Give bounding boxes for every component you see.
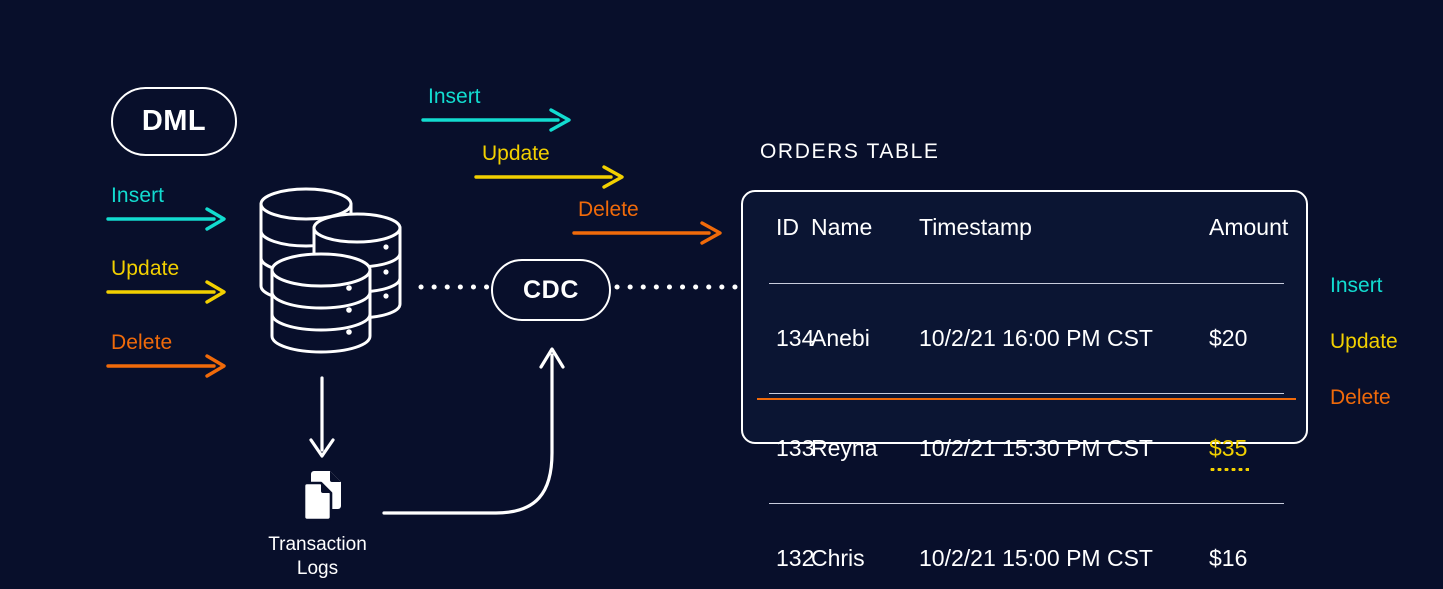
cell-time: 15:00 PM CST — [1002, 545, 1153, 571]
database-stack-icon — [259, 187, 402, 354]
column-header-name: Name — [811, 213, 873, 240]
cell-timestamp: 10/2/21 16:00 PM CST — [919, 311, 1209, 366]
table-row: 133 Reyna 10/2/21 15:30 PM CST $35 — [743, 421, 1310, 476]
dotted-connector-db-to-cdc — [418, 284, 492, 290]
orders-table-title: ORDERS TABLE — [760, 140, 940, 163]
cell-amount: $16 — [1209, 545, 1248, 571]
cell-timestamp: 10/2/21 15:00 PM CST — [919, 531, 1209, 586]
legend-item-insert: Insert — [1330, 274, 1383, 297]
table-header-row: ID Name Timestamp Amount — [743, 192, 1310, 256]
delete-strikethrough-line — [757, 398, 1296, 401]
table-separator — [743, 256, 1310, 311]
cell-id: 132 — [776, 545, 815, 571]
legend-item-delete: Delete — [1330, 386, 1391, 409]
cell-date: 10/2/21 — [919, 545, 996, 571]
cell-name: Reyna — [811, 435, 878, 461]
dml-node: DML — [111, 87, 237, 156]
table-separator — [743, 476, 1310, 531]
documents-icon — [302, 471, 341, 522]
cell-date: 10/2/21 — [919, 435, 996, 461]
cell-time: 15:30 PM CST — [1002, 435, 1153, 461]
stream-insert-label: Insert — [428, 85, 481, 108]
cell-amount: $35 — [1209, 421, 1310, 476]
cell-name: Anebi — [811, 325, 870, 351]
update-dotted-underline — [1209, 468, 1250, 471]
stream-update-arrow-icon — [474, 165, 624, 189]
orders-table: ID Name Timestamp Amount 134 Anebi 10/2/… — [743, 192, 1310, 586]
stream-delete-arrow-icon — [572, 221, 722, 245]
cell-name: Chris — [811, 545, 865, 571]
dml-insert-label: Insert — [111, 184, 165, 207]
table-row: 134 Anebi 10/2/21 16:00 PM CST $20 — [743, 311, 1310, 366]
column-header-amount: Amount — [1209, 213, 1289, 240]
dml-delete-label: Delete — [111, 331, 173, 354]
dml-insert-arrow-icon — [106, 207, 226, 231]
cell-amount: $20 — [1209, 325, 1248, 351]
dotted-connector-cdc-to-table — [614, 284, 744, 290]
stream-delete-label: Delete — [578, 198, 639, 221]
curved-arrow-up-icon — [382, 347, 565, 515]
legend-item-update: Update — [1330, 330, 1398, 353]
stream-insert-arrow-icon — [421, 108, 571, 132]
orders-table-card: ID Name Timestamp Amount 134 Anebi 10/2/… — [741, 190, 1308, 571]
dml-delete-arrow-icon — [106, 354, 226, 378]
transaction-logs-label-line2: Logs — [296, 558, 339, 579]
stream-update-label: Update — [482, 142, 550, 165]
transaction-logs-caption: Transaction Logs — [225, 533, 410, 581]
dml-label: DML — [141, 105, 207, 137]
column-header-id: ID — [776, 213, 799, 240]
dml-update-arrow-icon — [106, 280, 226, 304]
transaction-logs-label-line1: Transaction — [268, 534, 367, 555]
table-row: 132 Chris 10/2/21 15:00 PM CST $16 — [743, 531, 1310, 586]
separator-line — [769, 392, 1284, 395]
cdc-node: CDC — [491, 259, 611, 321]
table-separator — [743, 366, 1310, 421]
arrow-down-icon — [309, 376, 335, 458]
cell-amount-updated: $35 — [1209, 435, 1250, 471]
dml-update-label: Update — [111, 257, 180, 280]
cell-date: 10/2/21 — [919, 325, 996, 351]
separator-line — [769, 282, 1284, 285]
cell-timestamp: 10/2/21 15:30 PM CST — [919, 421, 1209, 476]
cdc-label: CDC — [523, 275, 579, 304]
column-header-timestamp: Timestamp — [919, 213, 1032, 240]
cell-amount-value: $35 — [1209, 435, 1248, 461]
cell-id: 133 — [776, 435, 815, 461]
separator-line — [769, 502, 1284, 505]
cell-id: 134 — [776, 325, 815, 351]
cell-time: 16:00 PM CST — [1002, 325, 1153, 351]
